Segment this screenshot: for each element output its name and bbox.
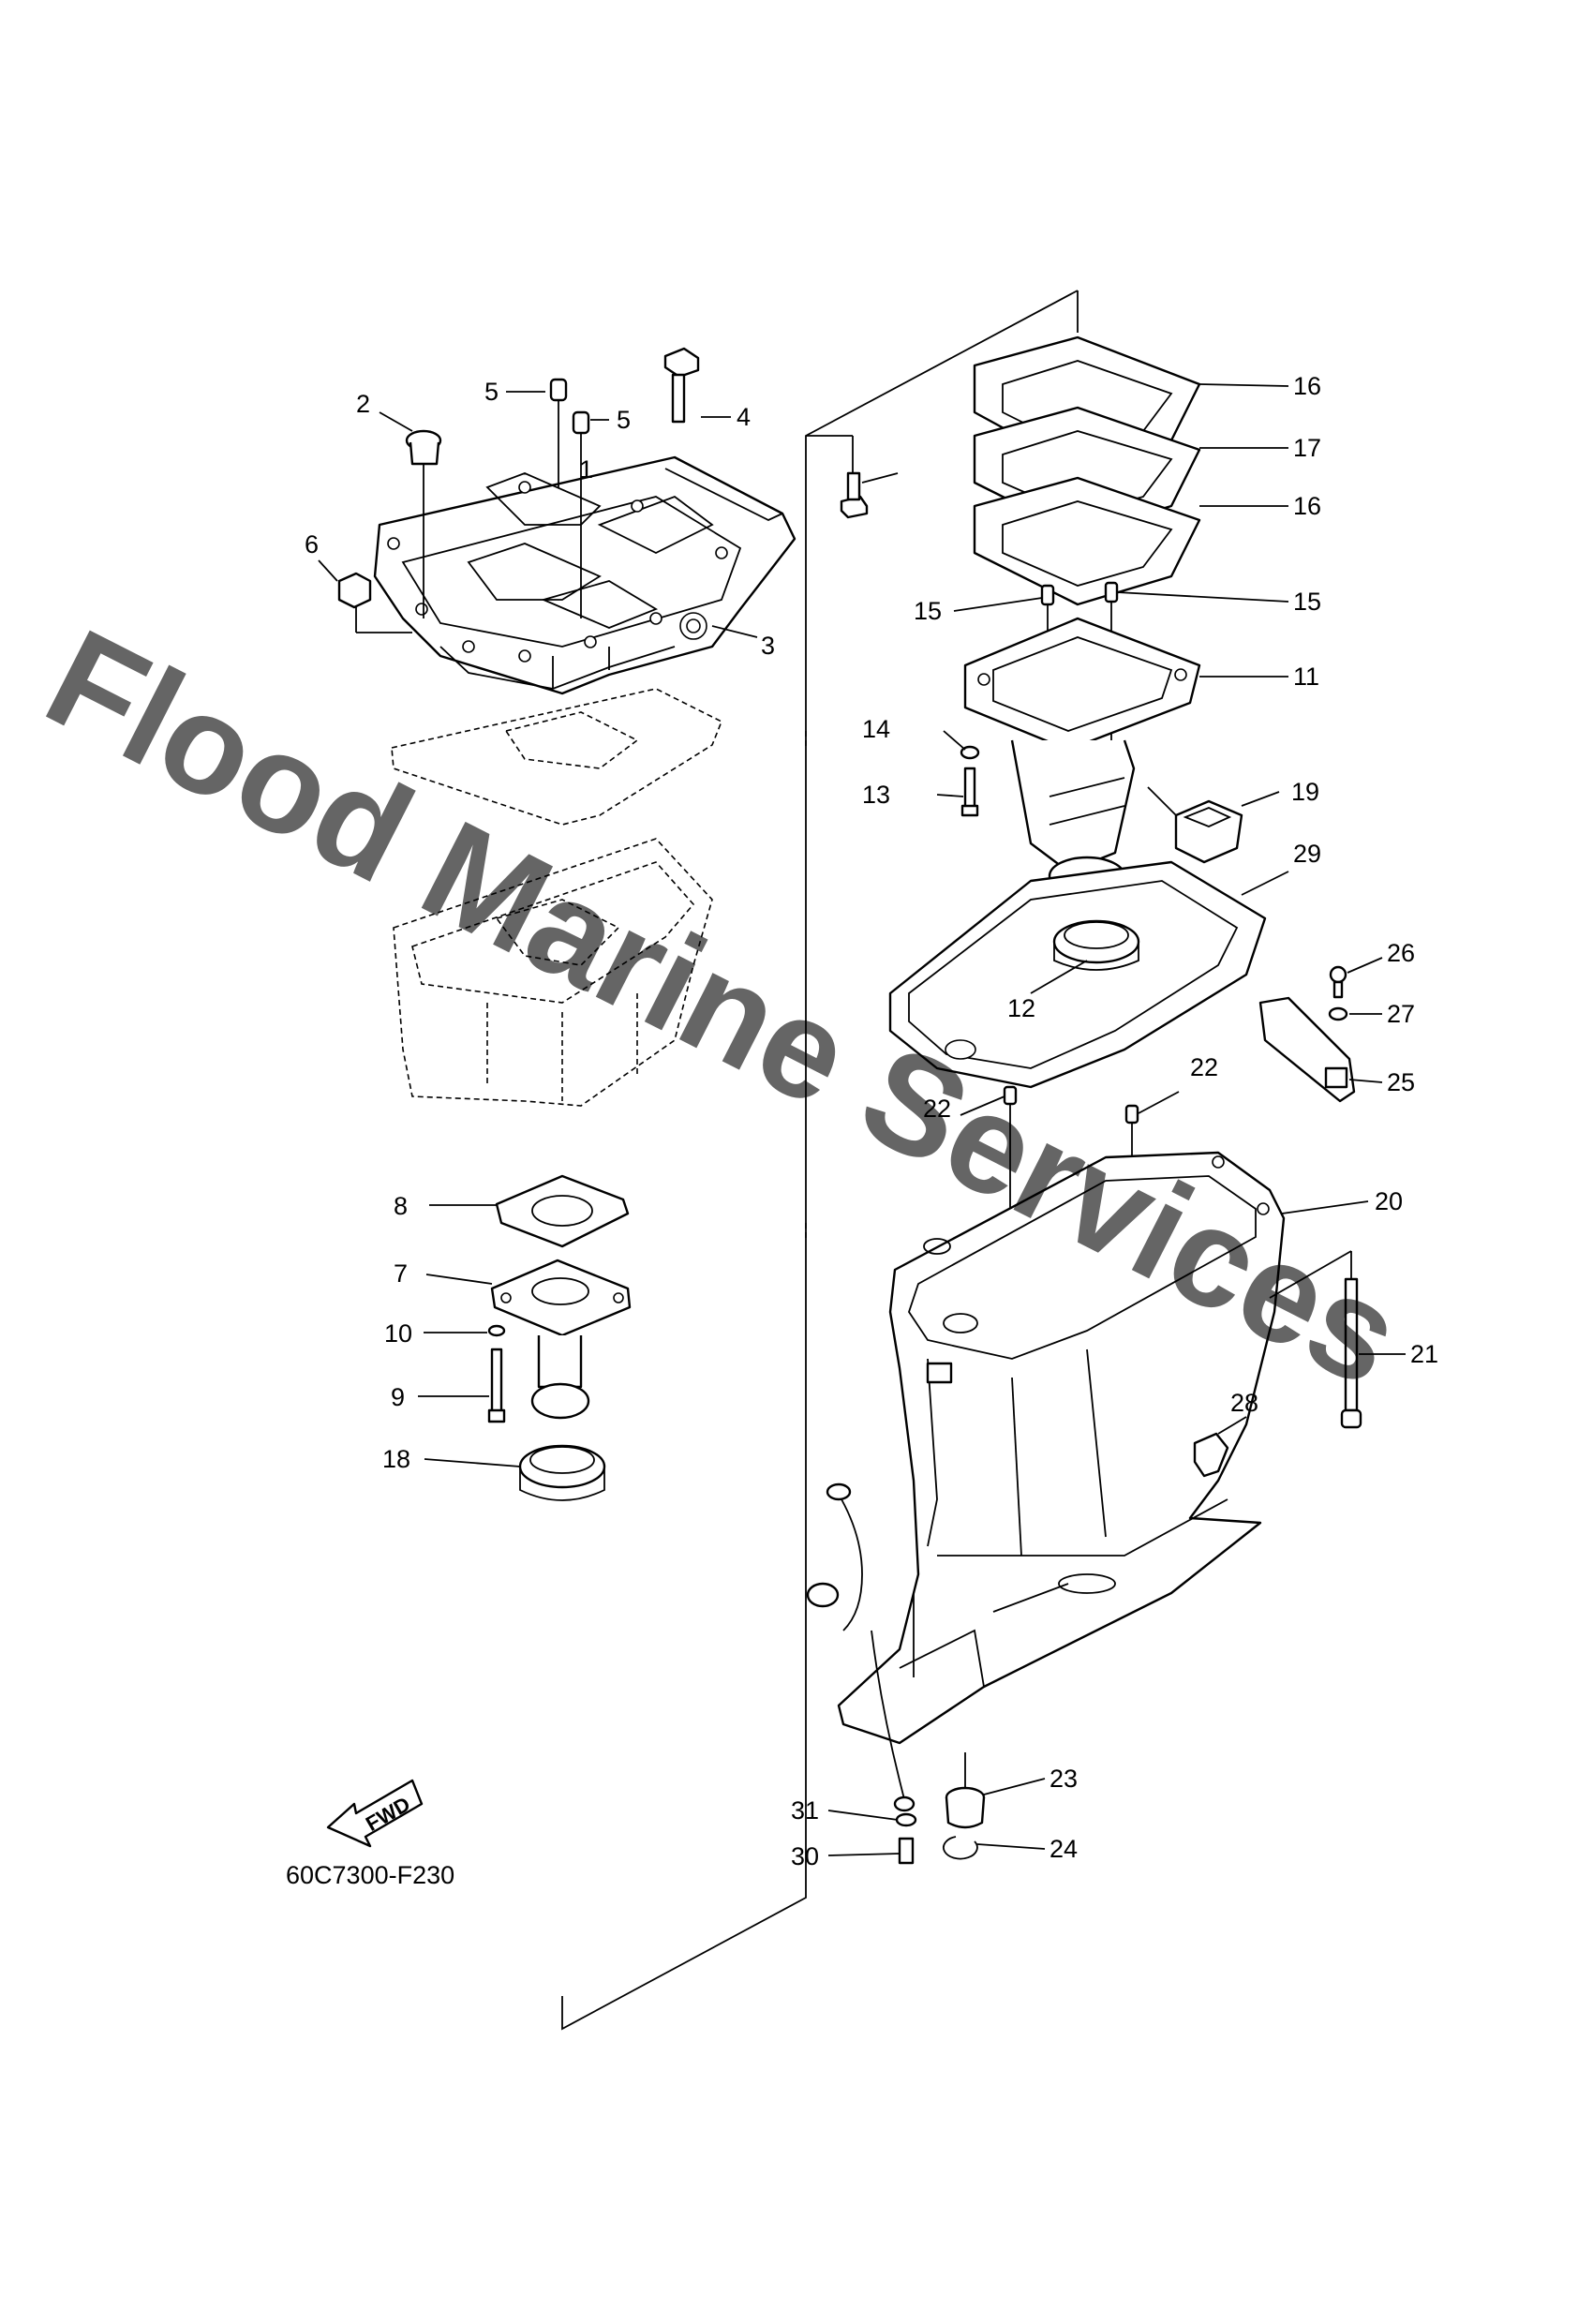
bolt-part-9 <box>487 1348 506 1423</box>
cap-part-28 <box>1193 1432 1229 1478</box>
callout-20: 20 <box>1375 1187 1403 1215</box>
plate-part-25 <box>1258 996 1356 1103</box>
callout-2: 2 <box>356 390 370 418</box>
rubber-part-19 <box>1174 799 1243 864</box>
callout-5-a: 5 <box>484 378 499 406</box>
casing-gasket <box>391 688 723 826</box>
callout-1: 1 <box>579 455 593 484</box>
bolt-part-1 <box>840 471 869 519</box>
exhaust-guide-part-11 <box>963 617 1201 897</box>
callout-14: 14 <box>862 715 890 743</box>
callout-9: 9 <box>391 1383 405 1411</box>
callout-17: 17 <box>1293 434 1321 462</box>
callout-29: 29 <box>1293 840 1321 868</box>
speedometer-hose <box>806 1482 916 1812</box>
screw-part-30 <box>898 1837 915 1865</box>
gasket-part-16-bottom <box>973 476 1201 606</box>
callout-21: 21 <box>1410 1340 1438 1368</box>
washer-part-27 <box>1328 1006 1348 1021</box>
bolt-part-21 <box>1269 1250 1362 1429</box>
seal-part-12 <box>1052 919 1140 971</box>
washer-part-10 <box>487 1324 506 1337</box>
callout-28: 28 <box>1230 1389 1258 1417</box>
callout-16-a: 16 <box>1293 372 1321 400</box>
callout-31: 31 <box>791 1796 819 1825</box>
callout-12: 12 <box>1007 994 1035 1022</box>
leader-lines <box>318 383 1406 1856</box>
callout-22-a: 22 <box>923 1095 951 1123</box>
callout-11: 11 <box>1293 663 1319 691</box>
plug-part-2 <box>405 429 442 618</box>
upper-casing-part <box>373 455 796 695</box>
callout-30: 30 <box>791 1842 819 1870</box>
left-group-bracket <box>561 290 1079 2031</box>
callout-7: 7 <box>394 1259 408 1288</box>
gasket-part-8 <box>495 1174 630 1248</box>
watermark: Flood Marine Services <box>23 599 1424 1417</box>
callout-26: 26 <box>1387 939 1415 967</box>
callout-16-b: 16 <box>1293 492 1321 520</box>
callout-4: 4 <box>737 403 751 431</box>
bolt-part-4 <box>663 347 700 424</box>
grommet-part-23 <box>945 1752 986 1829</box>
circlip-part-24 <box>943 1836 978 1860</box>
callout-18: 18 <box>382 1445 410 1473</box>
oil-pan-part <box>393 838 713 1107</box>
callout-15-a: 15 <box>914 597 942 625</box>
plate-part-7 <box>490 1259 632 1420</box>
callout-19: 19 <box>1291 778 1319 806</box>
washer-part-31 <box>895 1812 917 1827</box>
dowel-part-5-b <box>572 410 590 618</box>
forward-arrow-icon: FWD <box>326 1779 424 1848</box>
callout-labels: 1 2 3 4 5 5 6 7 8 9 10 11 12 13 14 15 15… <box>305 372 1438 1870</box>
callout-3: 3 <box>761 632 775 660</box>
callout-22-b: 22 <box>1190 1053 1218 1081</box>
callout-5-b: 5 <box>617 406 631 434</box>
seal-part-18 <box>518 1444 606 1501</box>
callout-6: 6 <box>305 530 319 559</box>
callout-13: 13 <box>862 781 890 809</box>
screw-part-26 <box>1329 965 1347 999</box>
callout-27: 27 <box>1387 1000 1415 1028</box>
upper-casing-part-20 <box>837 1151 1286 1745</box>
bolt-part-13 <box>960 767 979 817</box>
callout-24: 24 <box>1050 1835 1078 1863</box>
callout-25: 25 <box>1387 1068 1415 1096</box>
diagram-code: 60C7300-F230 <box>286 1861 454 1889</box>
gasket-part-29 <box>888 860 1267 1089</box>
callout-10: 10 <box>384 1319 412 1348</box>
grommet-part-6 <box>337 572 412 633</box>
washer-part-14 <box>960 745 980 760</box>
callout-23: 23 <box>1050 1765 1078 1793</box>
callout-8: 8 <box>394 1192 408 1220</box>
callout-15-b: 15 <box>1293 588 1321 616</box>
dowel-part-5-a <box>549 378 568 487</box>
